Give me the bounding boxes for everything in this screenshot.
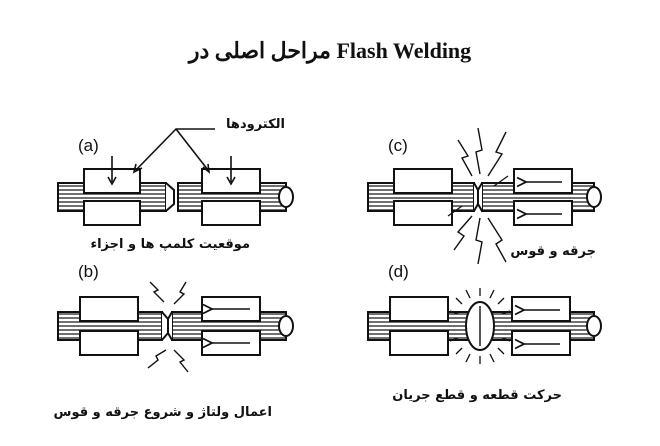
panel-d	[367, 288, 602, 364]
panel-c	[367, 127, 602, 265]
panel-c-tag: (c)	[388, 136, 408, 155]
panel-a-tag: (a)	[78, 136, 99, 155]
panel-b	[57, 281, 294, 373]
panel-b-caption: اعمال ولتاژ و شروع جرقه و قوس	[53, 405, 272, 420]
panel-a	[57, 128, 294, 226]
page-title: مراحل اصلی در Flash Welding	[188, 38, 472, 63]
right-lower-clamp	[201, 200, 261, 226]
panel-d-caption: حرکت قطعه و قطع جریان	[392, 388, 562, 403]
left-lower-clamp	[83, 200, 141, 226]
electrodes-label: الکترودها	[226, 117, 285, 132]
panel-b-tag: (b)	[78, 262, 99, 281]
panel-d-tag: (d)	[388, 262, 409, 281]
panel-a-caption: موقعیت کلمپ ها و اجزاء	[90, 237, 250, 252]
panel-c-caption: جرقه و قوس	[510, 244, 596, 259]
